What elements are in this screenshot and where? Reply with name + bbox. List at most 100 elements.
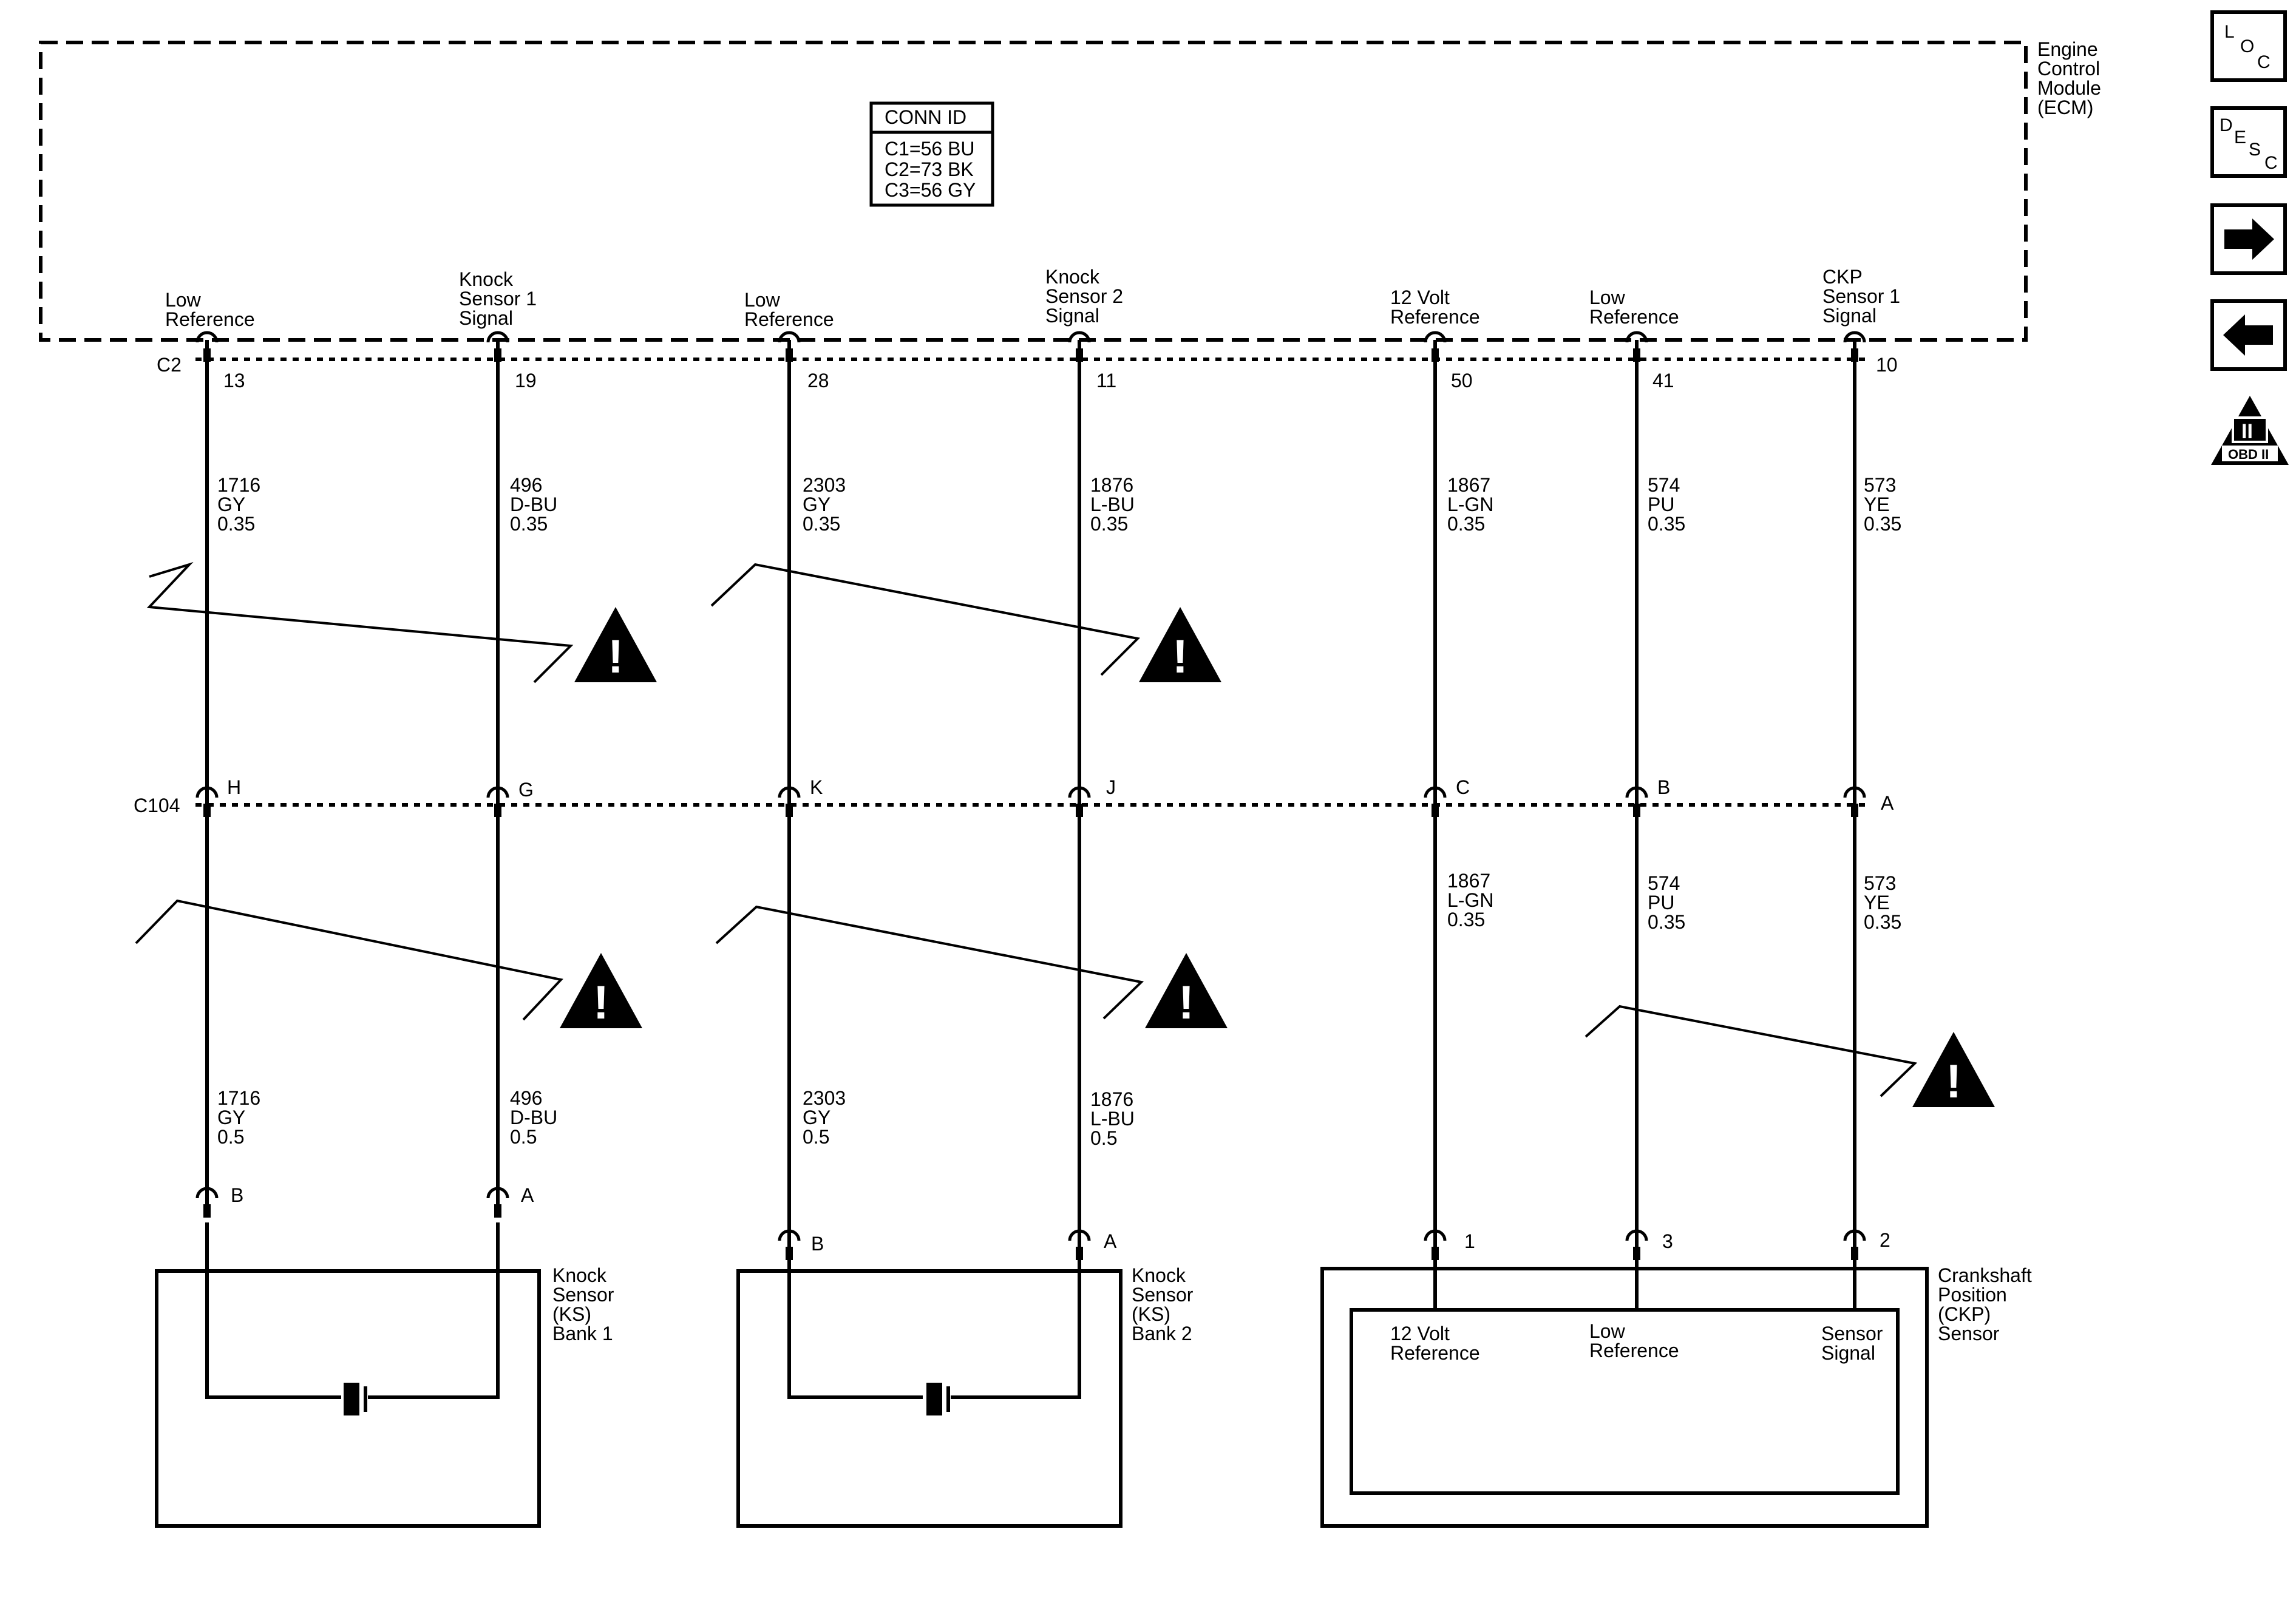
wire-color: L-GN xyxy=(1447,493,1493,515)
circuit-label: Knock xyxy=(459,268,514,290)
wire-circuit-number: 496 xyxy=(510,474,542,496)
terminal-icon xyxy=(1424,331,1447,362)
obd-ii-button[interactable]: II OBD II xyxy=(2211,396,2289,465)
pin-letter: A xyxy=(521,1184,534,1206)
conn-id-table: CONN ID C1=56 BU C2=73 BK C3=56 GY xyxy=(869,101,994,207)
terminal-icon xyxy=(1625,1229,1648,1260)
pin-number: 2 xyxy=(1880,1229,1890,1251)
svg-text:L: L xyxy=(2224,22,2235,42)
connector-terminals xyxy=(195,331,1866,1260)
wire-gauge: 0.35 xyxy=(1648,911,1685,933)
wire-color: PU xyxy=(1648,493,1674,515)
circuit-label: Signal xyxy=(1822,305,1877,327)
terminal-icon xyxy=(1068,331,1091,362)
wire-gauge: 0.35 xyxy=(803,513,840,535)
wire-color: L-BU xyxy=(1090,493,1135,515)
terminal-icon xyxy=(1068,1229,1091,1260)
lower-wire-labels: 1716 GY 0.5 496 D-BU 0.5 2303 GY 0.5 187… xyxy=(217,870,1901,1149)
loc-button[interactable]: L O C xyxy=(2210,10,2287,82)
wire-color: GY xyxy=(217,1107,245,1128)
svg-text:!: ! xyxy=(1946,1054,1961,1108)
svg-text:C: C xyxy=(2264,153,2278,173)
svg-text:Module: Module xyxy=(2037,77,2101,99)
conn-id-row: C3=56 GY xyxy=(885,179,976,201)
svg-text:!: ! xyxy=(608,629,623,683)
arrow-left-icon xyxy=(2223,314,2273,356)
svg-text:Sensor: Sensor xyxy=(1938,1323,2000,1344)
wire-circuit-number: 2303 xyxy=(803,474,846,496)
ecm-circuit-labels: Low Reference Knock Sensor 1 Signal Low … xyxy=(165,266,1900,330)
wire-circuit-number: 573 xyxy=(1864,872,1896,894)
svg-text:Knock: Knock xyxy=(1132,1264,1186,1286)
wire-circuit-number: 1716 xyxy=(217,1087,260,1109)
terminal-icon xyxy=(195,786,219,817)
wire-color: D-BU xyxy=(510,493,557,515)
svg-text:Bank 1: Bank 1 xyxy=(552,1323,613,1344)
terminal-icon xyxy=(778,786,801,817)
pin-letter: G xyxy=(518,779,534,801)
terminal-icon xyxy=(1843,1229,1866,1260)
pin-letter: K xyxy=(810,776,823,798)
warning-triangle-icon: ! xyxy=(1145,953,1228,1029)
circuit-label: Sensor 2 xyxy=(1045,285,1123,307)
terminal-icon xyxy=(1625,786,1648,817)
wire-color: L-GN xyxy=(1447,889,1493,911)
svg-text:Position: Position xyxy=(1938,1284,2007,1306)
c104-pin-letters: H G K J C B A xyxy=(227,776,1894,814)
desc-button[interactable]: D E S C xyxy=(2210,106,2287,178)
svg-text:Knock: Knock xyxy=(552,1264,607,1286)
circuit-label: Reference xyxy=(1589,306,1679,328)
terminal-icon xyxy=(1424,1229,1447,1260)
circuit-label: Signal xyxy=(1045,305,1099,327)
wire-gauge: 0.35 xyxy=(1090,513,1128,535)
svg-text:Engine: Engine xyxy=(2037,38,2098,60)
circuit-label: CKP xyxy=(1822,266,1863,288)
wire-circuit-number: 574 xyxy=(1648,872,1680,894)
terminal-icon xyxy=(778,1229,801,1260)
wire-color: YE xyxy=(1864,493,1890,515)
wire-circuit-number: 573 xyxy=(1864,474,1896,496)
wire-circuit-number: 1876 xyxy=(1090,1088,1133,1110)
wire-circuit-number: 2303 xyxy=(803,1087,846,1109)
wire-gauge: 0.35 xyxy=(1864,911,1901,933)
svg-text:(KS): (KS) xyxy=(552,1303,591,1325)
svg-text:12 Volt: 12 Volt xyxy=(1390,1323,1450,1344)
circuit-label: Low xyxy=(165,289,202,311)
wire-gauge: 0.35 xyxy=(1447,909,1485,931)
svg-text:Sensor: Sensor xyxy=(1132,1284,1194,1306)
c104-connector-label: C104 xyxy=(134,795,180,816)
circuit-label: Low xyxy=(1589,286,1626,308)
svg-text:S: S xyxy=(2249,140,2261,160)
wire-circuit-number: 1716 xyxy=(217,474,260,496)
circuit-label: Reference xyxy=(1390,306,1480,328)
twisted-pair-markers-upper xyxy=(146,561,1141,683)
previous-page-button[interactable] xyxy=(2210,299,2287,371)
svg-text:C: C xyxy=(2257,52,2271,72)
terminal-icon xyxy=(195,331,219,362)
desc-icon xyxy=(2210,106,2287,178)
terminal-icon xyxy=(1068,786,1091,817)
wire-gauge: 0.5 xyxy=(1090,1127,1117,1149)
svg-text:D: D xyxy=(2220,115,2233,135)
warning-triangle-icon: ! xyxy=(574,607,657,683)
pin-number: 3 xyxy=(1662,1230,1673,1252)
svg-text:!: ! xyxy=(1178,975,1194,1029)
circuit-label: Signal xyxy=(459,307,513,329)
wire-gauge: 0.35 xyxy=(1648,513,1685,535)
pin-number: 41 xyxy=(1652,370,1674,392)
terminal-icon xyxy=(195,1187,219,1218)
wire-gauge: 0.5 xyxy=(510,1126,537,1148)
pin-letter: C xyxy=(1456,776,1470,798)
circuit-label: Reference xyxy=(165,308,255,330)
pin-number: 19 xyxy=(515,370,537,392)
wire-color: D-BU xyxy=(510,1107,557,1128)
svg-text:OBD II: OBD II xyxy=(2228,447,2269,462)
wire-gauge: 0.35 xyxy=(1864,513,1901,535)
circuit-label: 12 Volt xyxy=(1390,286,1450,308)
next-page-button[interactable] xyxy=(2210,203,2287,275)
terminal-icon xyxy=(1625,331,1648,362)
ckp-sensor: Crankshaft Position (CKP) Sensor 1 3 2 1… xyxy=(1320,1229,2032,1528)
wire-circuit-number: 496 xyxy=(510,1087,542,1109)
wire-gauge: 0.35 xyxy=(217,513,255,535)
